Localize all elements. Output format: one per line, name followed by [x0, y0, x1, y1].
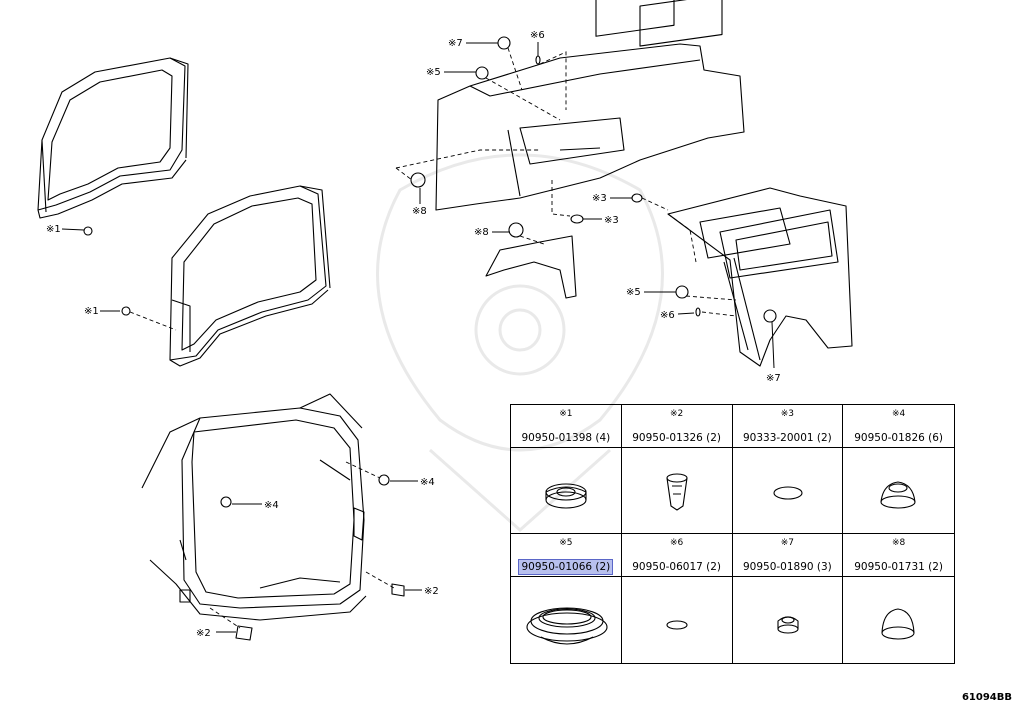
part-key: ※1 — [559, 409, 573, 419]
callout-3-lower: ※3 — [551, 180, 619, 226]
callout-label: ※2 — [424, 586, 439, 597]
callout-5-top: ※5 — [426, 66, 561, 121]
callout-7-right: ※7 — [763, 309, 781, 384]
part-key: ※8 — [891, 538, 906, 548]
back-door-opening — [141, 393, 367, 621]
callout-2-right: ※2 — [365, 571, 439, 597]
grommet-icon — [475, 66, 489, 80]
small-grommet-icon — [733, 577, 843, 663]
part-cell-3[interactable]: ※3 90333-20001 (2) — [732, 405, 844, 534]
part-number-link[interactable]: 90950-06017 (2) — [632, 561, 722, 573]
large-ring-grommet-icon — [511, 577, 621, 663]
part-cell-8[interactable]: ※8 90950-01731 (2) — [843, 534, 954, 663]
part-cell-2[interactable]: ※2 90950-01326 (2) — [621, 405, 733, 534]
part-number-link[interactable]: 90950-01326 (2) — [632, 432, 722, 444]
part-key: ※5 — [559, 538, 573, 548]
grommet-icon — [220, 496, 232, 508]
plug-icon — [570, 214, 584, 224]
part-number-link[interactable]: 90950-01731 (2) — [854, 561, 944, 573]
callout-label: ※1 — [84, 306, 99, 317]
upper-side-panel — [395, 0, 745, 211]
callout-label: ※6 — [530, 30, 545, 41]
part-number-link[interactable]: 90333-20001 (2) — [742, 432, 832, 444]
callout-label: ※8 — [474, 227, 489, 238]
callout-6-top: ※6 — [530, 30, 567, 110]
clip-icon — [391, 583, 405, 597]
part-number-link[interactable]: 90950-01398 (4) — [521, 432, 611, 444]
callout-5-right: ※5 — [626, 285, 737, 301]
part-key: ※6 — [669, 538, 684, 548]
callout-1-upper: ※1 — [46, 224, 93, 236]
grommet-icon — [497, 36, 511, 50]
part-key: ※4 — [891, 409, 906, 419]
round-grommet-icon — [511, 448, 621, 533]
part-cell-5[interactable]: ※5 90950-01066 (2) — [511, 534, 622, 663]
part-cell-1[interactable]: ※1 90950-01398 (4) — [511, 405, 622, 534]
callout-label: ※5 — [426, 67, 441, 78]
callout-8-left: ※8 — [410, 172, 427, 217]
part-number-link[interactable]: 90950-01890 (3) — [742, 561, 832, 573]
grommet-icon — [121, 306, 131, 316]
callout-4-left: ※4 — [220, 496, 279, 511]
part-key: ※7 — [780, 538, 795, 548]
small-oval-plug-icon — [622, 577, 732, 663]
plug-icon — [508, 222, 524, 238]
callout-3-upper: ※3 — [592, 193, 669, 211]
part-cell-6[interactable]: ※6 90950-06017 (2) — [621, 534, 733, 663]
part-number-link-selected[interactable]: 90950-01066 (2) — [518, 559, 614, 575]
grommet-icon — [83, 226, 93, 236]
part-cell-4[interactable]: ※4 90950-01826 (6) — [843, 405, 954, 534]
callout-label: ※5 — [626, 287, 641, 298]
side-door-frame — [169, 185, 331, 367]
callout-label: ※6 — [660, 310, 675, 321]
part-cell-7[interactable]: ※7 90950-01890 (3) — [732, 534, 844, 663]
domed-plug-icon — [843, 577, 954, 663]
rear-quarter-panel — [667, 187, 853, 367]
part-key: ※2 — [669, 409, 684, 419]
wheel-arch-piece — [485, 235, 577, 299]
plug-icon — [410, 172, 426, 188]
callout-label: ※3 — [604, 215, 619, 226]
callout-8-mid: ※8 — [474, 222, 545, 245]
front-door-frame — [37, 57, 189, 219]
callout-label: ※2 — [196, 628, 211, 639]
figure-code: 61094BB — [961, 692, 1012, 703]
grommet-icon — [378, 474, 390, 486]
callout-4-right: ※4 — [345, 461, 435, 488]
clip-icon — [235, 625, 253, 641]
grommet-icon — [675, 285, 689, 299]
plug-icon — [631, 193, 643, 203]
callout-2-bottom: ※2 — [196, 607, 253, 641]
dome-grommet-icon — [843, 448, 954, 533]
callout-label: ※7 — [448, 38, 463, 49]
plug-icon — [535, 55, 541, 65]
callout-label: ※7 — [766, 373, 781, 384]
callout-7-top: ※7 — [448, 36, 523, 91]
parts-table: ※1 90950-01398 (4) ※2 90950-01326 (2) ※3… — [510, 404, 955, 664]
callout-label: ※4 — [420, 477, 435, 488]
push-clip-icon — [622, 448, 732, 533]
callout-1-lower: ※1 — [84, 306, 177, 331]
watermark-emblem — [376, 153, 664, 533]
flat-oval-plug-icon — [733, 448, 843, 533]
callout-label: ※3 — [592, 193, 607, 204]
callout-label: ※8 — [412, 206, 427, 217]
callout-label: ※1 — [46, 224, 61, 235]
plug-icon — [695, 307, 701, 317]
callout-label: ※4 — [264, 500, 279, 511]
part-key: ※3 — [780, 409, 795, 419]
part-number-link[interactable]: 90950-01826 (6) — [854, 432, 944, 444]
callout-6-right: ※6 — [660, 307, 737, 321]
grommet-icon — [763, 309, 777, 323]
